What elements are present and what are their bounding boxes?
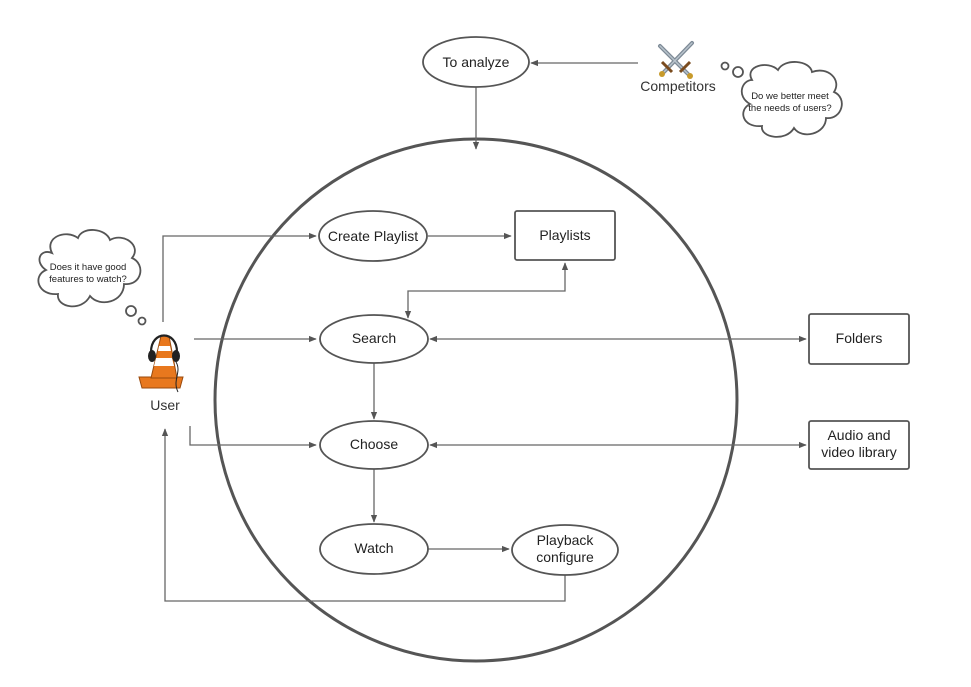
- edges: [161, 59, 807, 602]
- user-thought-cloud: Does it have good features to watch?: [37, 229, 147, 326]
- edge-search-playlists: [404, 262, 569, 319]
- node-playlists[interactable]: Playlists: [514, 210, 616, 261]
- system-boundary-circle: [213, 137, 739, 663]
- node-av-library-label-2: video library: [821, 444, 896, 460]
- node-create-playlist-label: Create Playlist: [328, 228, 418, 244]
- node-folders-label: Folders: [836, 330, 883, 346]
- node-watch[interactable]: Watch: [319, 523, 429, 575]
- competitors-thought-cloud: Do we better meet the needs of users?: [720, 61, 843, 138]
- node-folders[interactable]: Folders: [808, 313, 910, 365]
- node-playback-configure[interactable]: Playback configure: [511, 524, 619, 576]
- node-playlists-label: Playlists: [539, 227, 590, 243]
- node-create-playlist[interactable]: Create Playlist: [318, 210, 428, 262]
- node-search[interactable]: Search: [319, 314, 429, 364]
- crossed-swords-icon: [658, 41, 694, 79]
- user-label: User: [150, 397, 180, 413]
- competitors-thought-line-2: the needs of users?: [748, 103, 831, 114]
- competitors-label: Competitors: [640, 78, 715, 94]
- node-playback-label-2: configure: [536, 549, 594, 565]
- node-to-analyze-label: To analyze: [443, 54, 510, 70]
- user-thought-line-1: Does it have good: [50, 262, 127, 273]
- node-choose-label: Choose: [350, 436, 398, 452]
- edge-playback-to-user: [161, 428, 566, 602]
- node-search-label: Search: [352, 330, 396, 346]
- node-av-library-label-1: Audio and: [827, 427, 890, 443]
- node-choose[interactable]: Choose: [319, 420, 429, 470]
- edge-user-to-create-playlist: [162, 232, 317, 322]
- node-playback-label-1: Playback: [537, 532, 595, 548]
- vlc-cone-headphones-icon: [138, 334, 184, 393]
- edge-user-to-choose: [189, 426, 317, 449]
- node-av-library[interactable]: Audio and video library: [808, 420, 910, 470]
- user-thought-line-2: features to watch?: [49, 274, 127, 285]
- node-watch-label: Watch: [354, 540, 393, 556]
- competitors-thought-line-1: Do we better meet: [751, 91, 829, 102]
- node-to-analyze[interactable]: To analyze: [422, 36, 530, 88]
